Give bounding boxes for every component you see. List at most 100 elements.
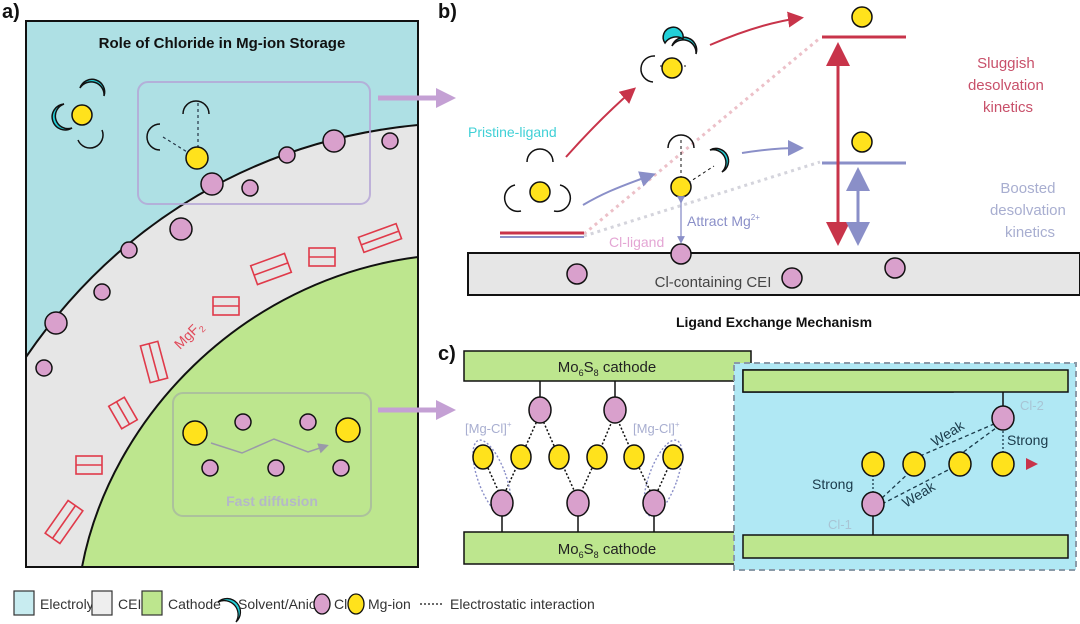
boosted-path-arrow-1 xyxy=(582,171,656,206)
mg-cl-label-right: [Mg-Cl]+ xyxy=(633,420,680,436)
cl-ion-icon xyxy=(169,217,193,241)
cei-bar xyxy=(467,252,1080,296)
legend-electrolyte-label: Electrolyte xyxy=(40,596,106,612)
solvent-icon xyxy=(709,147,730,173)
panel-a-label: a) xyxy=(2,1,20,23)
mg-ion-icon xyxy=(185,146,209,170)
legend-cathode-swatch xyxy=(141,590,163,616)
mg-ion-icon xyxy=(948,451,972,477)
diffusion-flow-arrowhead xyxy=(1026,458,1038,470)
legend-cathode-label: Cathode xyxy=(168,596,221,612)
cl-ion-icon xyxy=(241,179,259,197)
link-arrow-to-b xyxy=(378,88,456,108)
solvent-icon xyxy=(217,597,242,623)
legend-cei-label: CEI xyxy=(118,596,141,612)
cl-ion-icon xyxy=(490,489,514,517)
mg-ion-icon xyxy=(586,444,608,470)
legend-cl-label: Cl xyxy=(334,596,347,612)
cl-ion-icon xyxy=(781,267,803,289)
solvent-icon xyxy=(662,26,684,45)
cl-ions-boundary xyxy=(35,129,399,377)
mg-ions-c xyxy=(472,444,684,470)
fast-diffusion-label: Fast diffusion xyxy=(226,493,318,509)
solvent-icon xyxy=(640,55,656,83)
mg-ion-icon xyxy=(335,417,361,443)
panel-c-label: c) xyxy=(438,343,456,365)
cl-ion-icon xyxy=(528,396,552,424)
cei-bar-label: Cl-containing CEI xyxy=(655,274,772,291)
mg-ion-icon xyxy=(991,451,1015,477)
cl-ion-icon xyxy=(201,459,219,477)
legend-electrolyte-swatch xyxy=(13,590,35,616)
cl1-label: Cl-1 xyxy=(828,517,852,532)
cathode-region xyxy=(80,255,418,567)
mg-cl-label-left: [Mg-Cl]+ xyxy=(465,420,512,436)
solvent-icon xyxy=(51,103,73,131)
legend-solvent-label: Solvent/Anion xyxy=(238,596,324,612)
solvent-icon xyxy=(553,184,572,213)
energy-guide-sluggish xyxy=(583,36,821,236)
cl-ion-icon xyxy=(884,257,906,279)
cathode-top-bar xyxy=(463,350,752,382)
cl-ion-icon xyxy=(603,396,627,424)
cl-ion-icon xyxy=(120,241,138,259)
inset-bottom-cathode xyxy=(742,534,1069,559)
mg-ion-icon xyxy=(472,444,494,470)
mg-ion-icon xyxy=(347,593,365,615)
solvent-icon xyxy=(77,129,104,149)
electrostatic-line xyxy=(687,165,715,184)
fast-diffusion-box xyxy=(172,392,372,517)
solvent-icon xyxy=(671,36,698,55)
mg-ion-icon xyxy=(861,451,885,477)
boosted-label: Boosted desolvation kinetics xyxy=(990,180,1070,241)
panel-a-frame xyxy=(25,20,419,568)
cl-ion-icon xyxy=(234,413,252,431)
solvent-icon xyxy=(526,148,554,163)
solvated-mg-cluster xyxy=(51,78,106,149)
mg-ion-icon xyxy=(548,444,570,470)
mg-ion-icon xyxy=(670,176,692,198)
cl-ion-icon xyxy=(93,283,111,301)
cl-ion-icon xyxy=(313,593,331,615)
solvent-icon xyxy=(667,134,695,149)
solvent-icon xyxy=(503,184,522,213)
strong-label-left: Strong xyxy=(812,476,853,492)
legend: Electrolyte CEI Cathode Solvent/Anion Cl… xyxy=(13,590,595,623)
mg-ion-icon xyxy=(851,6,873,28)
strong-label-right: Strong xyxy=(1007,432,1048,448)
cl-ion-icon xyxy=(332,459,350,477)
cathode-top-label: Mo6S8 cathode xyxy=(558,359,656,378)
mg-ion-icon xyxy=(851,131,873,153)
legend-mg-label: Mg-ion xyxy=(368,596,411,612)
legend-electrostatic-label: Electrostatic interaction xyxy=(450,596,595,612)
cl-ion-icon xyxy=(278,146,296,164)
cl-ion-icon xyxy=(381,132,399,150)
panel-a xyxy=(26,21,418,567)
solvent-icon xyxy=(182,100,210,115)
solvent-icon xyxy=(146,123,161,151)
diffusion-path-arrow xyxy=(210,438,329,454)
cathode-bottom-bar xyxy=(463,531,752,565)
intermediate-pristine-cluster xyxy=(640,26,698,83)
link-arrow-to-c xyxy=(378,400,456,420)
cl-ion-icon xyxy=(861,491,885,517)
cl-ligand-label: Cl-ligand xyxy=(609,234,664,250)
cl-ion-icon xyxy=(35,359,53,377)
cl-ion-icon xyxy=(642,489,666,517)
cl-ion-icon xyxy=(299,413,317,431)
mg-ion-icon xyxy=(182,420,208,446)
cl-ion-icon xyxy=(44,311,68,335)
mg-ion-icon xyxy=(902,451,926,477)
cl-ion-icon xyxy=(267,459,285,477)
pristine-ligand-label: Pristine-ligand xyxy=(468,124,557,140)
mg-ion-icon xyxy=(662,444,684,470)
cl2-label: Cl-2 xyxy=(1020,398,1044,413)
attract-mg-label: Attract Mg2+ xyxy=(687,213,760,229)
cl-ion-icon xyxy=(670,243,692,265)
panel-b-caption: Ligand Exchange Mechanism xyxy=(676,314,872,330)
fast-desolvation-box xyxy=(137,81,371,205)
sluggish-path-arrow-2 xyxy=(709,11,804,46)
legend-cei-swatch xyxy=(91,590,113,616)
cl-ion-icon xyxy=(991,405,1015,431)
